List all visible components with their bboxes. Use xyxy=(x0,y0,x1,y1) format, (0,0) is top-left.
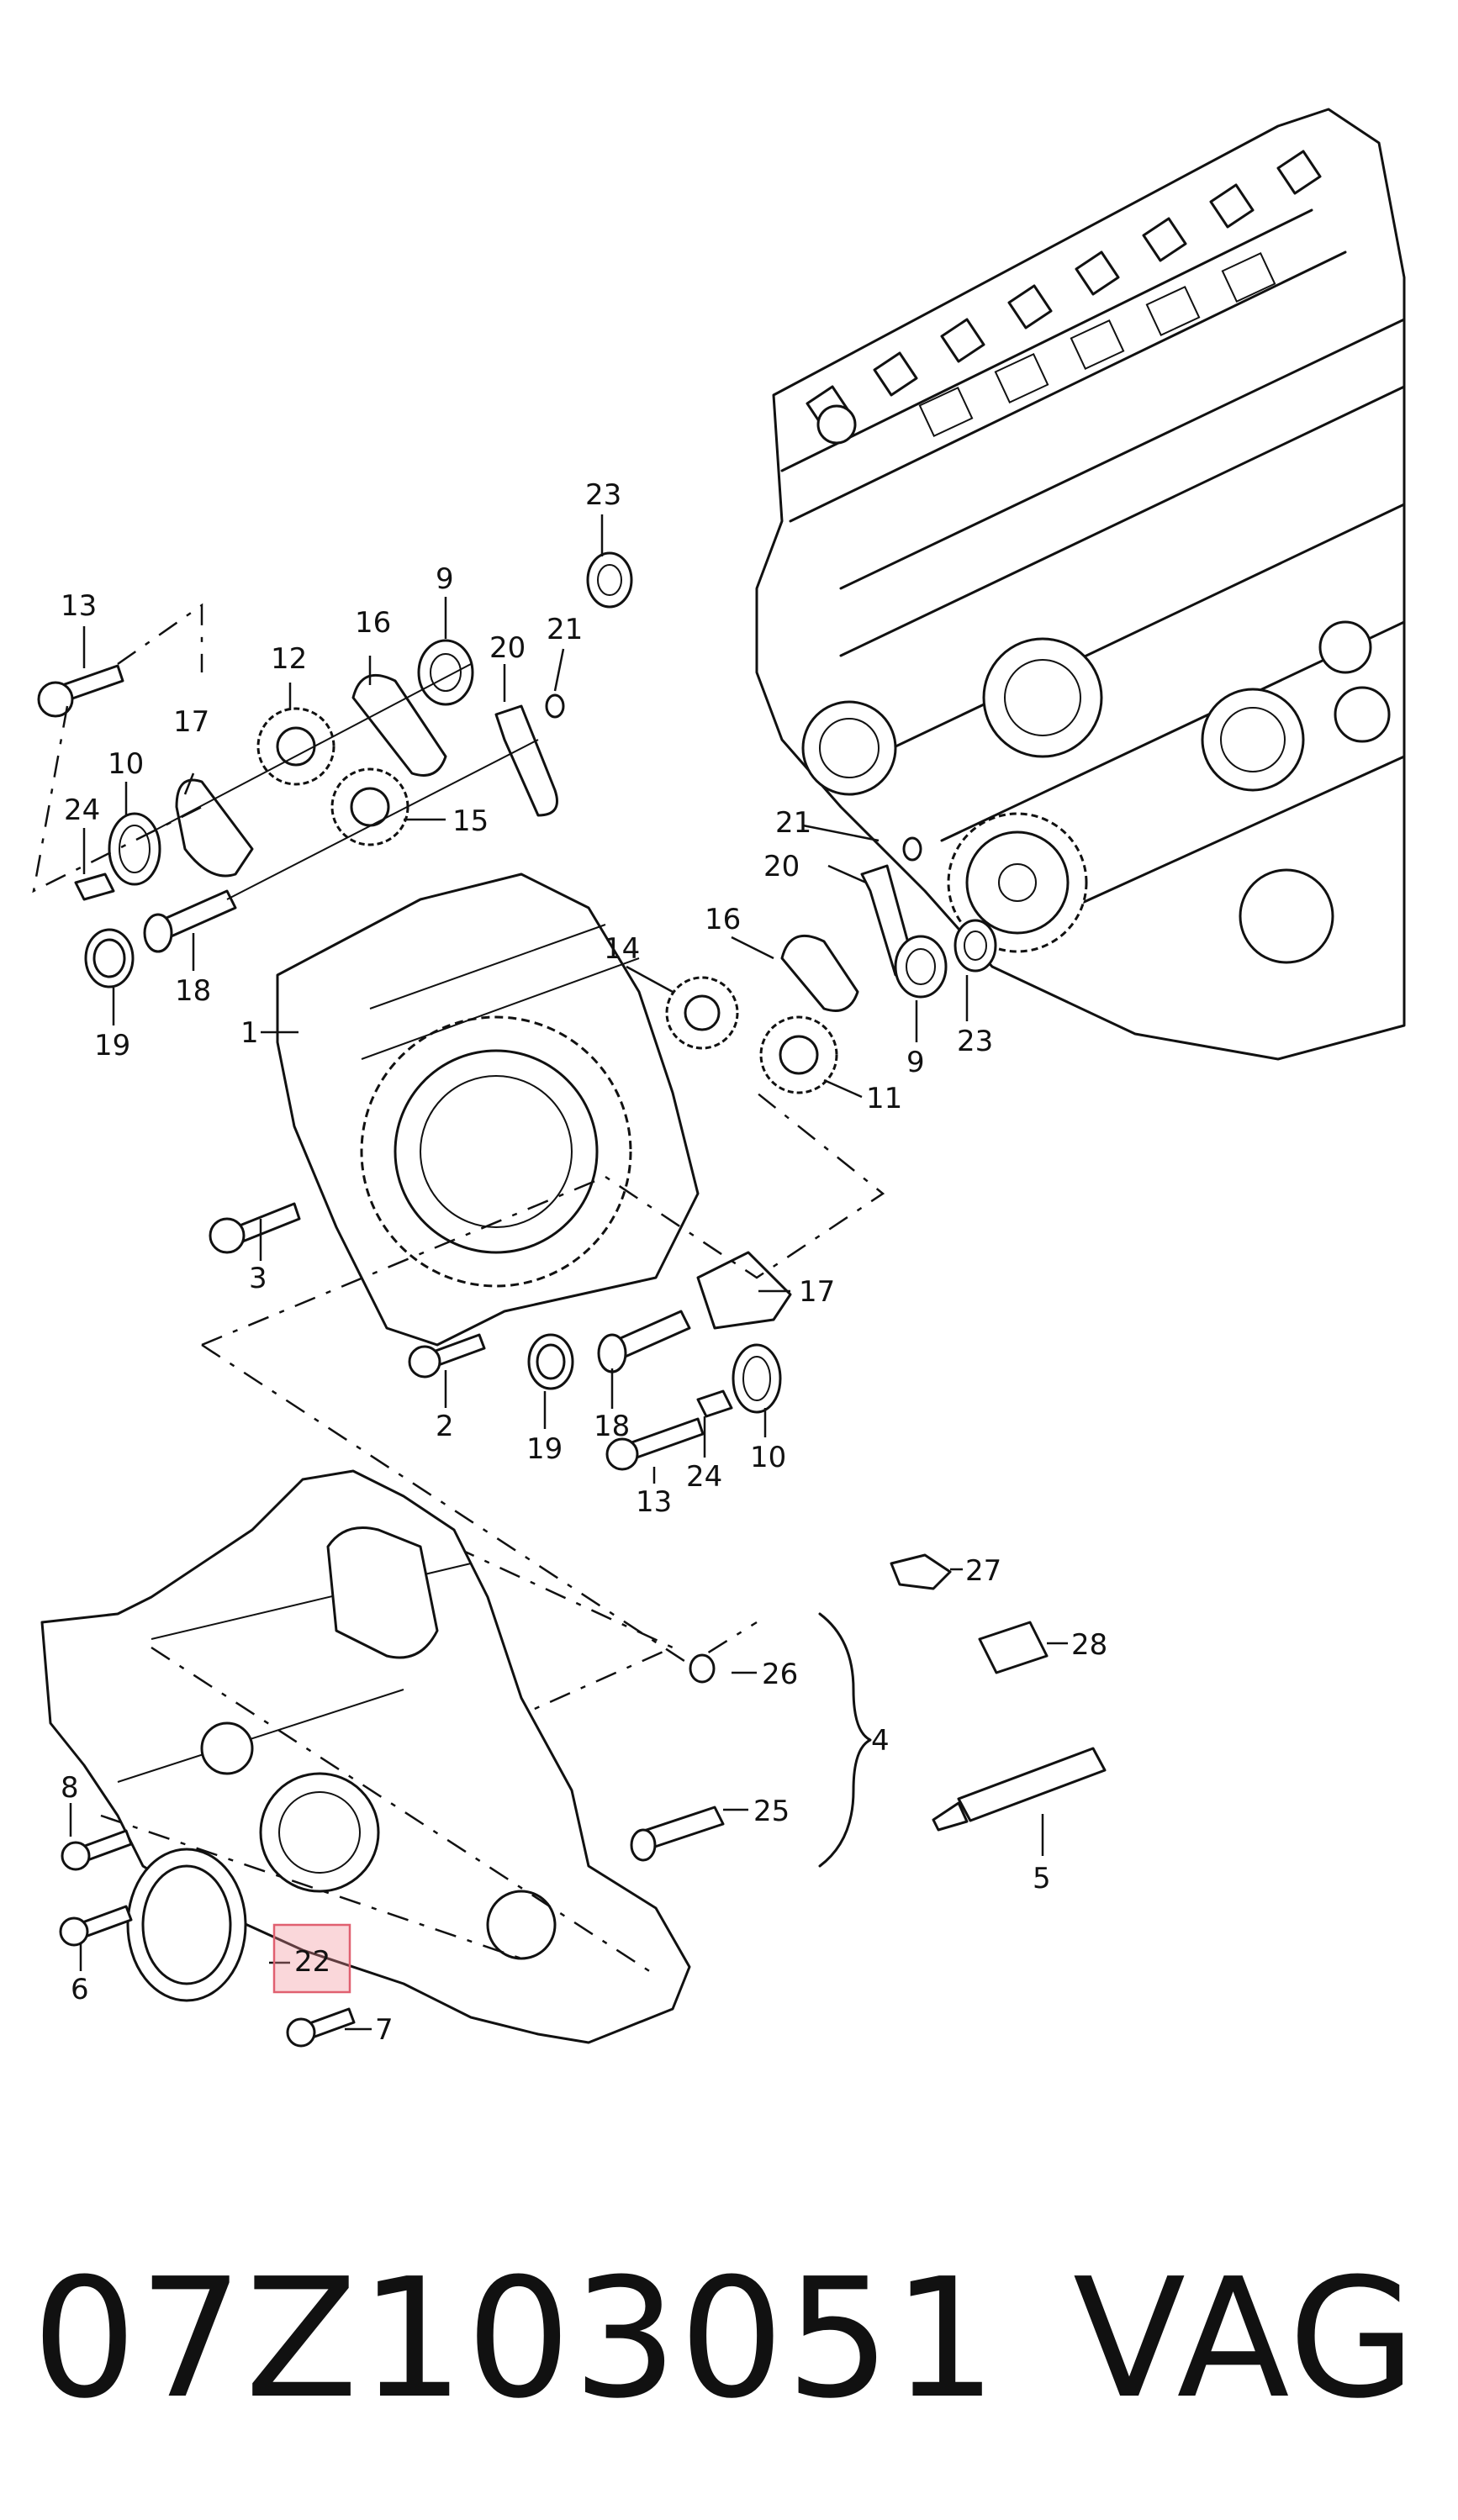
callout-17: 17 xyxy=(173,705,209,739)
callout-19: 19 xyxy=(94,1029,130,1062)
callout-9b: 9 xyxy=(906,1046,925,1079)
callout-5: 5 xyxy=(1033,1862,1051,1895)
callout-23b: 23 xyxy=(957,1025,993,1058)
callout-23: 23 xyxy=(585,478,621,512)
callout-12: 12 xyxy=(271,642,307,676)
callout-16: 16 xyxy=(355,606,391,640)
gear-assembly-upper xyxy=(37,551,633,988)
callout-16b: 16 xyxy=(705,903,741,936)
callout-20: 20 xyxy=(489,631,526,665)
callout-8: 8 xyxy=(61,1771,79,1805)
callout-13: 13 xyxy=(61,589,97,623)
callout-24b: 24 xyxy=(686,1460,722,1494)
callout-9: 9 xyxy=(436,562,454,596)
callout-20b: 20 xyxy=(763,850,800,883)
leader-lines xyxy=(69,514,1068,2031)
callout-7: 7 xyxy=(375,2013,394,2047)
callout-25: 25 xyxy=(753,1795,790,1828)
callout-10b: 10 xyxy=(750,1441,786,1474)
callout-labels: 13 12 16 9 20 21 23 17 10 24 18 19 1 15 … xyxy=(61,478,1107,2047)
callout-6: 6 xyxy=(71,1973,89,2006)
part-number: 07Z103051 xyxy=(32,2243,999,2435)
callout-13b: 13 xyxy=(636,1485,672,1519)
gear-housing xyxy=(209,836,997,1471)
callout-2: 2 xyxy=(436,1410,454,1443)
highlight-box xyxy=(272,1923,351,1994)
callout-1: 1 xyxy=(240,1016,259,1050)
callout-19b: 19 xyxy=(526,1432,563,1466)
callout-24: 24 xyxy=(64,793,100,827)
callout-21b: 21 xyxy=(775,806,811,840)
callout-17b: 17 xyxy=(799,1275,835,1309)
callout-10: 10 xyxy=(108,747,144,781)
brand-name: VAG xyxy=(1073,2243,1418,2435)
callout-21: 21 xyxy=(547,613,583,646)
callout-4: 4 xyxy=(871,1724,890,1758)
callout-18b: 18 xyxy=(594,1410,630,1443)
callout-11: 11 xyxy=(866,1082,902,1115)
callout-27: 27 xyxy=(965,1554,1001,1588)
callout-26: 26 xyxy=(762,1658,798,1691)
callout-14: 14 xyxy=(604,932,640,966)
callout-22-highlighted: 22 xyxy=(294,1945,330,1979)
engine-block-illustration xyxy=(755,108,1406,1061)
assembly-dashed-lines xyxy=(32,603,885,1716)
callout-15: 15 xyxy=(452,804,489,838)
callout-18: 18 xyxy=(175,974,211,1008)
callout-28: 28 xyxy=(1071,1628,1107,1662)
loose-parts xyxy=(818,1553,1107,1868)
callout-3: 3 xyxy=(249,1262,267,1295)
timing-cover xyxy=(40,1469,725,2048)
